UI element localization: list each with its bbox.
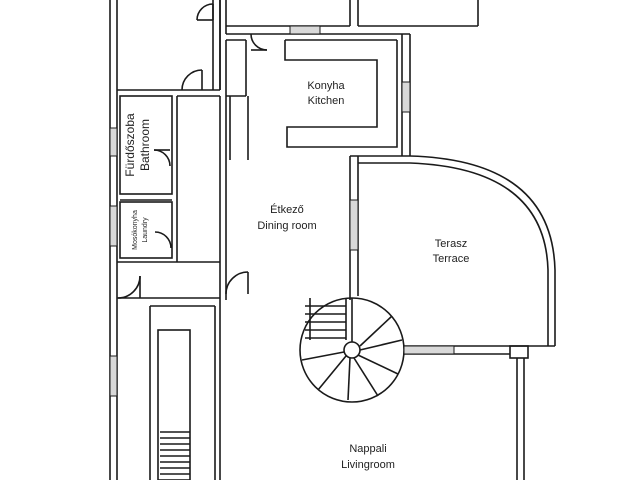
door-swing-laundry xyxy=(154,231,172,249)
lower-left-stair xyxy=(157,329,191,480)
bathroom-label-en: Bathroom xyxy=(138,119,152,171)
kitchen-label-en: Kitchen xyxy=(308,95,345,107)
terrace-label-en: Terrace xyxy=(433,253,470,265)
terrace-label-hu: Terasz xyxy=(435,238,467,250)
door-swing-lower-left xyxy=(117,275,141,299)
window xyxy=(109,355,118,397)
window xyxy=(403,345,455,355)
terrace-curve xyxy=(409,155,556,346)
service-block xyxy=(219,0,285,97)
top-walls xyxy=(226,0,479,35)
door-swing-dining xyxy=(225,271,249,295)
window xyxy=(349,199,359,251)
windows xyxy=(109,25,455,397)
lower-left-walls xyxy=(117,262,221,480)
dining-terrace-wall xyxy=(349,155,410,300)
bathroom-walls xyxy=(119,95,178,262)
spiral-staircase xyxy=(299,297,405,403)
dining-label-hu: Étkező xyxy=(270,203,304,216)
kitchen-counter xyxy=(284,39,398,148)
terrace-curve-inner xyxy=(409,162,549,346)
window xyxy=(109,127,118,157)
door-swing-top-left-room xyxy=(181,69,203,91)
door-swing-service xyxy=(250,33,268,51)
door-swing-bathroom xyxy=(153,149,171,167)
door-swing-top-left xyxy=(196,3,214,21)
living-label-hu: Nappali xyxy=(349,443,386,455)
living-right-wall xyxy=(509,345,529,480)
kitchen-label-hu: Konyha xyxy=(307,80,345,92)
dining-label-en: Dining room xyxy=(257,220,316,232)
laundry-walls xyxy=(119,201,173,259)
dining-partition xyxy=(229,96,249,160)
window xyxy=(109,205,118,247)
corridor-walls xyxy=(117,95,227,300)
top-left-room xyxy=(117,0,221,91)
laundry-label-en: Laundry xyxy=(142,217,149,243)
bathroom-label-hu: Fürdőszoba xyxy=(123,113,137,177)
living-label-en: Livingroom xyxy=(341,459,395,471)
window xyxy=(401,81,411,113)
window xyxy=(289,25,321,35)
laundry-label-hu: Mosókonyha xyxy=(132,210,139,250)
